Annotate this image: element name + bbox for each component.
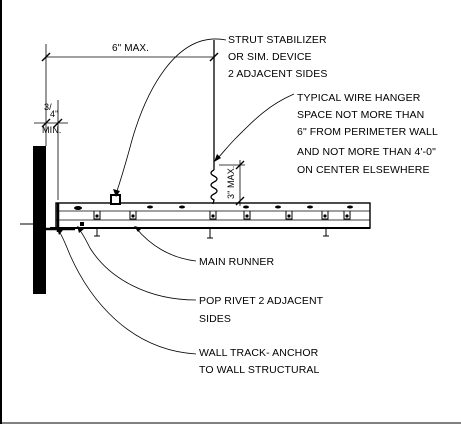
leader-lines [57,38,295,355]
leader-strut-stabilizer [115,38,227,195]
pop-rivets [94,228,329,239]
svg-text:2 ADJACENT SIDES: 2 ADJACENT SIDES [228,68,327,80]
svg-text:SIDES: SIDES [199,313,231,325]
svg-text:6" FROM PERIMETER WALL: 6" FROM PERIMETER WALL [297,126,438,138]
leader-main-runner [135,227,197,262]
wall-track [46,203,75,232]
callout-wall-track: WALL TRACK- ANCHOR TO WALL STRUCTURAL [199,347,319,376]
leader-wall-track [57,229,197,355]
svg-text:ON CENTER ELSEWHERE: ON CENTER ELSEWHERE [297,164,430,176]
callout-wire-hanger: TYPICAL WIRE HANGER SPACE NOT MORE THAN … [297,92,438,176]
dimension-3-max [219,160,245,206]
dimension-3-max-label: 3" MAX. [226,166,236,199]
svg-text:SPACE NOT MORE THAN: SPACE NOT MORE THAN [297,109,424,121]
dimension-3-4-bottom: 4" [50,109,58,119]
leader-arrowheads [57,154,221,235]
svg-text:POP RIVET 2 ADJACENT: POP RIVET 2 ADJACENT [199,295,324,307]
svg-text:WALL TRACK- ANCHOR: WALL TRACK- ANCHOR [199,347,319,359]
runner-lower-hole [80,222,84,226]
runner-holes [95,214,349,218]
dimension-min-label: MIN. [42,125,61,135]
dimension-6-max-label: 6" MAX. [112,43,149,54]
svg-text:TO WALL STRUCTURAL: TO WALL STRUCTURAL [199,364,319,376]
callout-main-runner: MAIN RUNNER [199,256,275,268]
svg-text:TYPICAL WIRE HANGER: TYPICAL WIRE HANGER [297,92,421,104]
svg-text:STRUT STABILIZER: STRUT STABILIZER [228,34,327,46]
wire-hanger [210,40,218,205]
svg-text:MAIN RUNNER: MAIN RUNNER [199,256,275,268]
leader-wire-hanger [215,93,295,161]
runner-tabs [93,211,351,220]
wall [33,146,46,294]
runner-slots [74,205,353,210]
strut-stabilizer [110,194,121,205]
leader-pop-rivet [77,227,197,301]
callout-pop-rivet: POP RIVET 2 ADJACENT SIDES [199,295,324,325]
callout-strut-stabilizer: STRUT STABILIZER OR SIM. DEVICE 2 ADJACE… [228,34,327,80]
dimension-3-4-min [34,100,68,200]
svg-text:AND NOT MORE THAN 4'-0": AND NOT MORE THAN 4'-0" [297,146,436,158]
svg-text:OR SIM. DEVICE: OR SIM. DEVICE [228,51,312,63]
dimension-3-4-top: 3/ [44,102,52,112]
dimension-6-max [41,44,219,146]
